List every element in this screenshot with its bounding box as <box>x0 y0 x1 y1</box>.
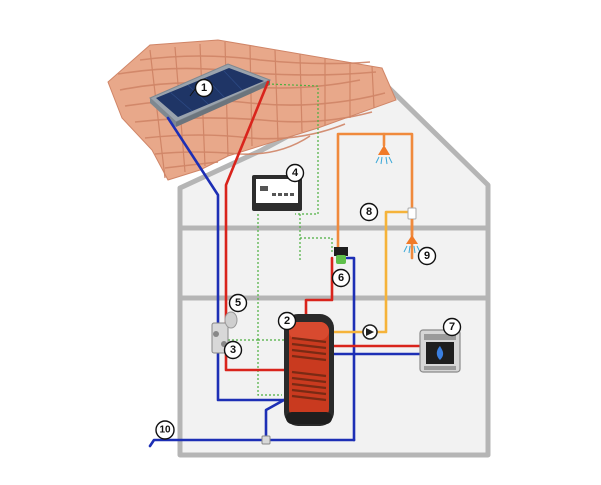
marker-boiler: 7 <box>442 317 462 337</box>
gas-boiler-icon <box>419 329 461 373</box>
roof <box>107 39 397 181</box>
circulation-pipe <box>320 210 414 334</box>
marker-collector: 1 <box>189 78 214 98</box>
marker-controller: 4 <box>285 163 305 183</box>
cold-inlet-fitting <box>261 435 271 445</box>
collector-flow-pipe <box>224 80 289 372</box>
storage-tank-icon <box>284 314 334 426</box>
marker-circulation: 8 <box>359 202 379 222</box>
tap-icon <box>403 207 421 254</box>
marker-label: 3 <box>230 344 236 356</box>
marker-label: 9 <box>424 250 430 262</box>
mixing-valve-icon <box>334 247 348 264</box>
marker-label: 7 <box>449 321 455 333</box>
mixing-cold-pipe <box>345 256 356 442</box>
circulation-pump-icon <box>362 324 378 340</box>
marker-label: 1 <box>201 82 207 94</box>
marker-tap: 9 <box>417 246 437 266</box>
cold-mains-pipe <box>148 438 356 448</box>
expansion-vessel-icon <box>224 311 238 329</box>
pipes <box>148 80 422 448</box>
control-wiring <box>220 83 333 396</box>
marker-mixing-valve: 6 <box>331 268 351 288</box>
marker-cold-inlet: 10 <box>155 420 175 440</box>
shower-head-icon <box>375 145 393 165</box>
collector-return-pipe <box>166 116 286 402</box>
marker-label: 8 <box>366 206 372 218</box>
controller-icon <box>252 175 302 211</box>
marker-label: 6 <box>338 272 344 284</box>
marker-expansion-vessel: 5 <box>228 293 248 313</box>
marker-tank: 2 <box>277 311 297 331</box>
marker-label: 5 <box>235 297 241 309</box>
warm-supply-pipe <box>336 132 414 260</box>
marker-pump-group: 3 <box>223 340 243 360</box>
cold-tank-inlet-pipe <box>264 398 286 442</box>
marker-label: 10 <box>159 425 171 436</box>
marker-label: 4 <box>292 167 299 179</box>
marker-label: 2 <box>284 315 290 327</box>
